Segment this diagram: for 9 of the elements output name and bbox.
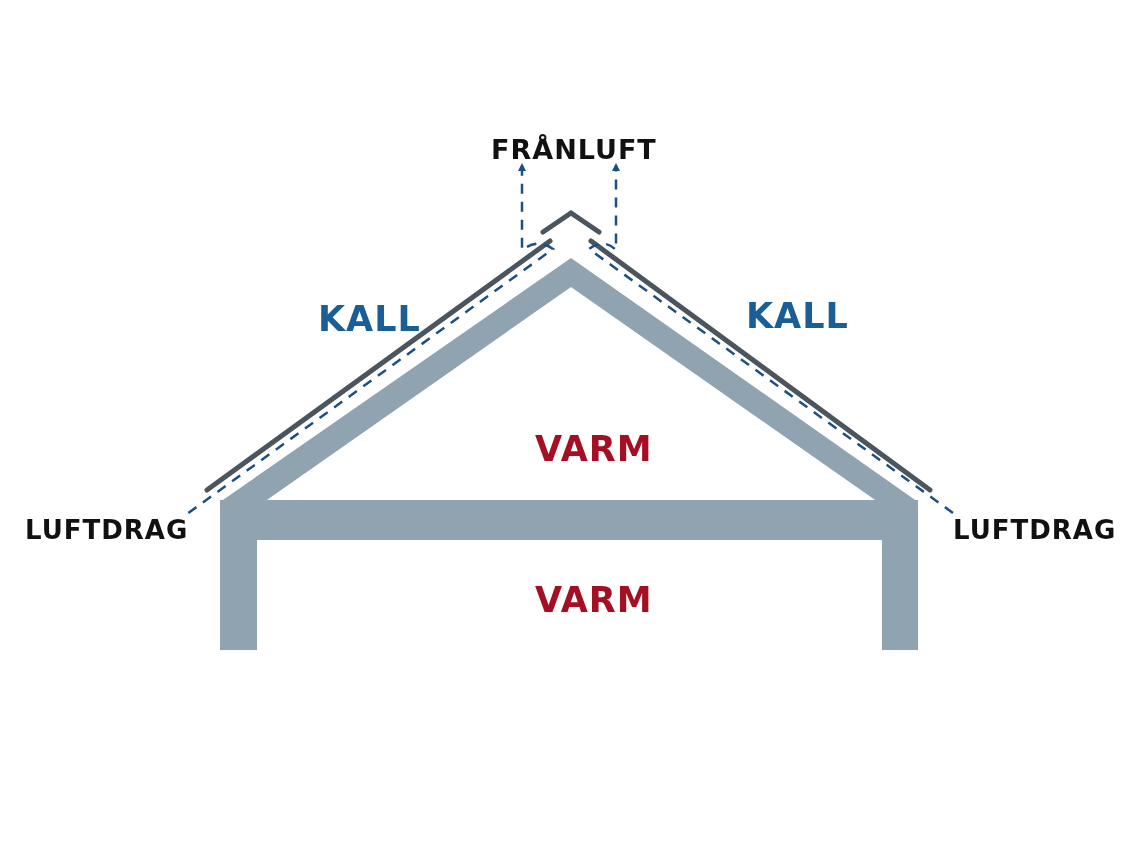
air-flow-label: LUFTDRAG <box>953 517 1117 543</box>
zone-label: VARM <box>535 432 653 467</box>
airflow-arrow <box>187 163 555 514</box>
zone-label: KALL <box>746 299 849 334</box>
zone-label: VARM <box>535 583 653 618</box>
zone-label: KALL <box>318 302 421 337</box>
airflow-arrow <box>587 163 954 514</box>
air-flow-label: FRÅNLUFT <box>491 136 657 163</box>
air-flow-label: LUFTDRAG <box>25 517 189 543</box>
